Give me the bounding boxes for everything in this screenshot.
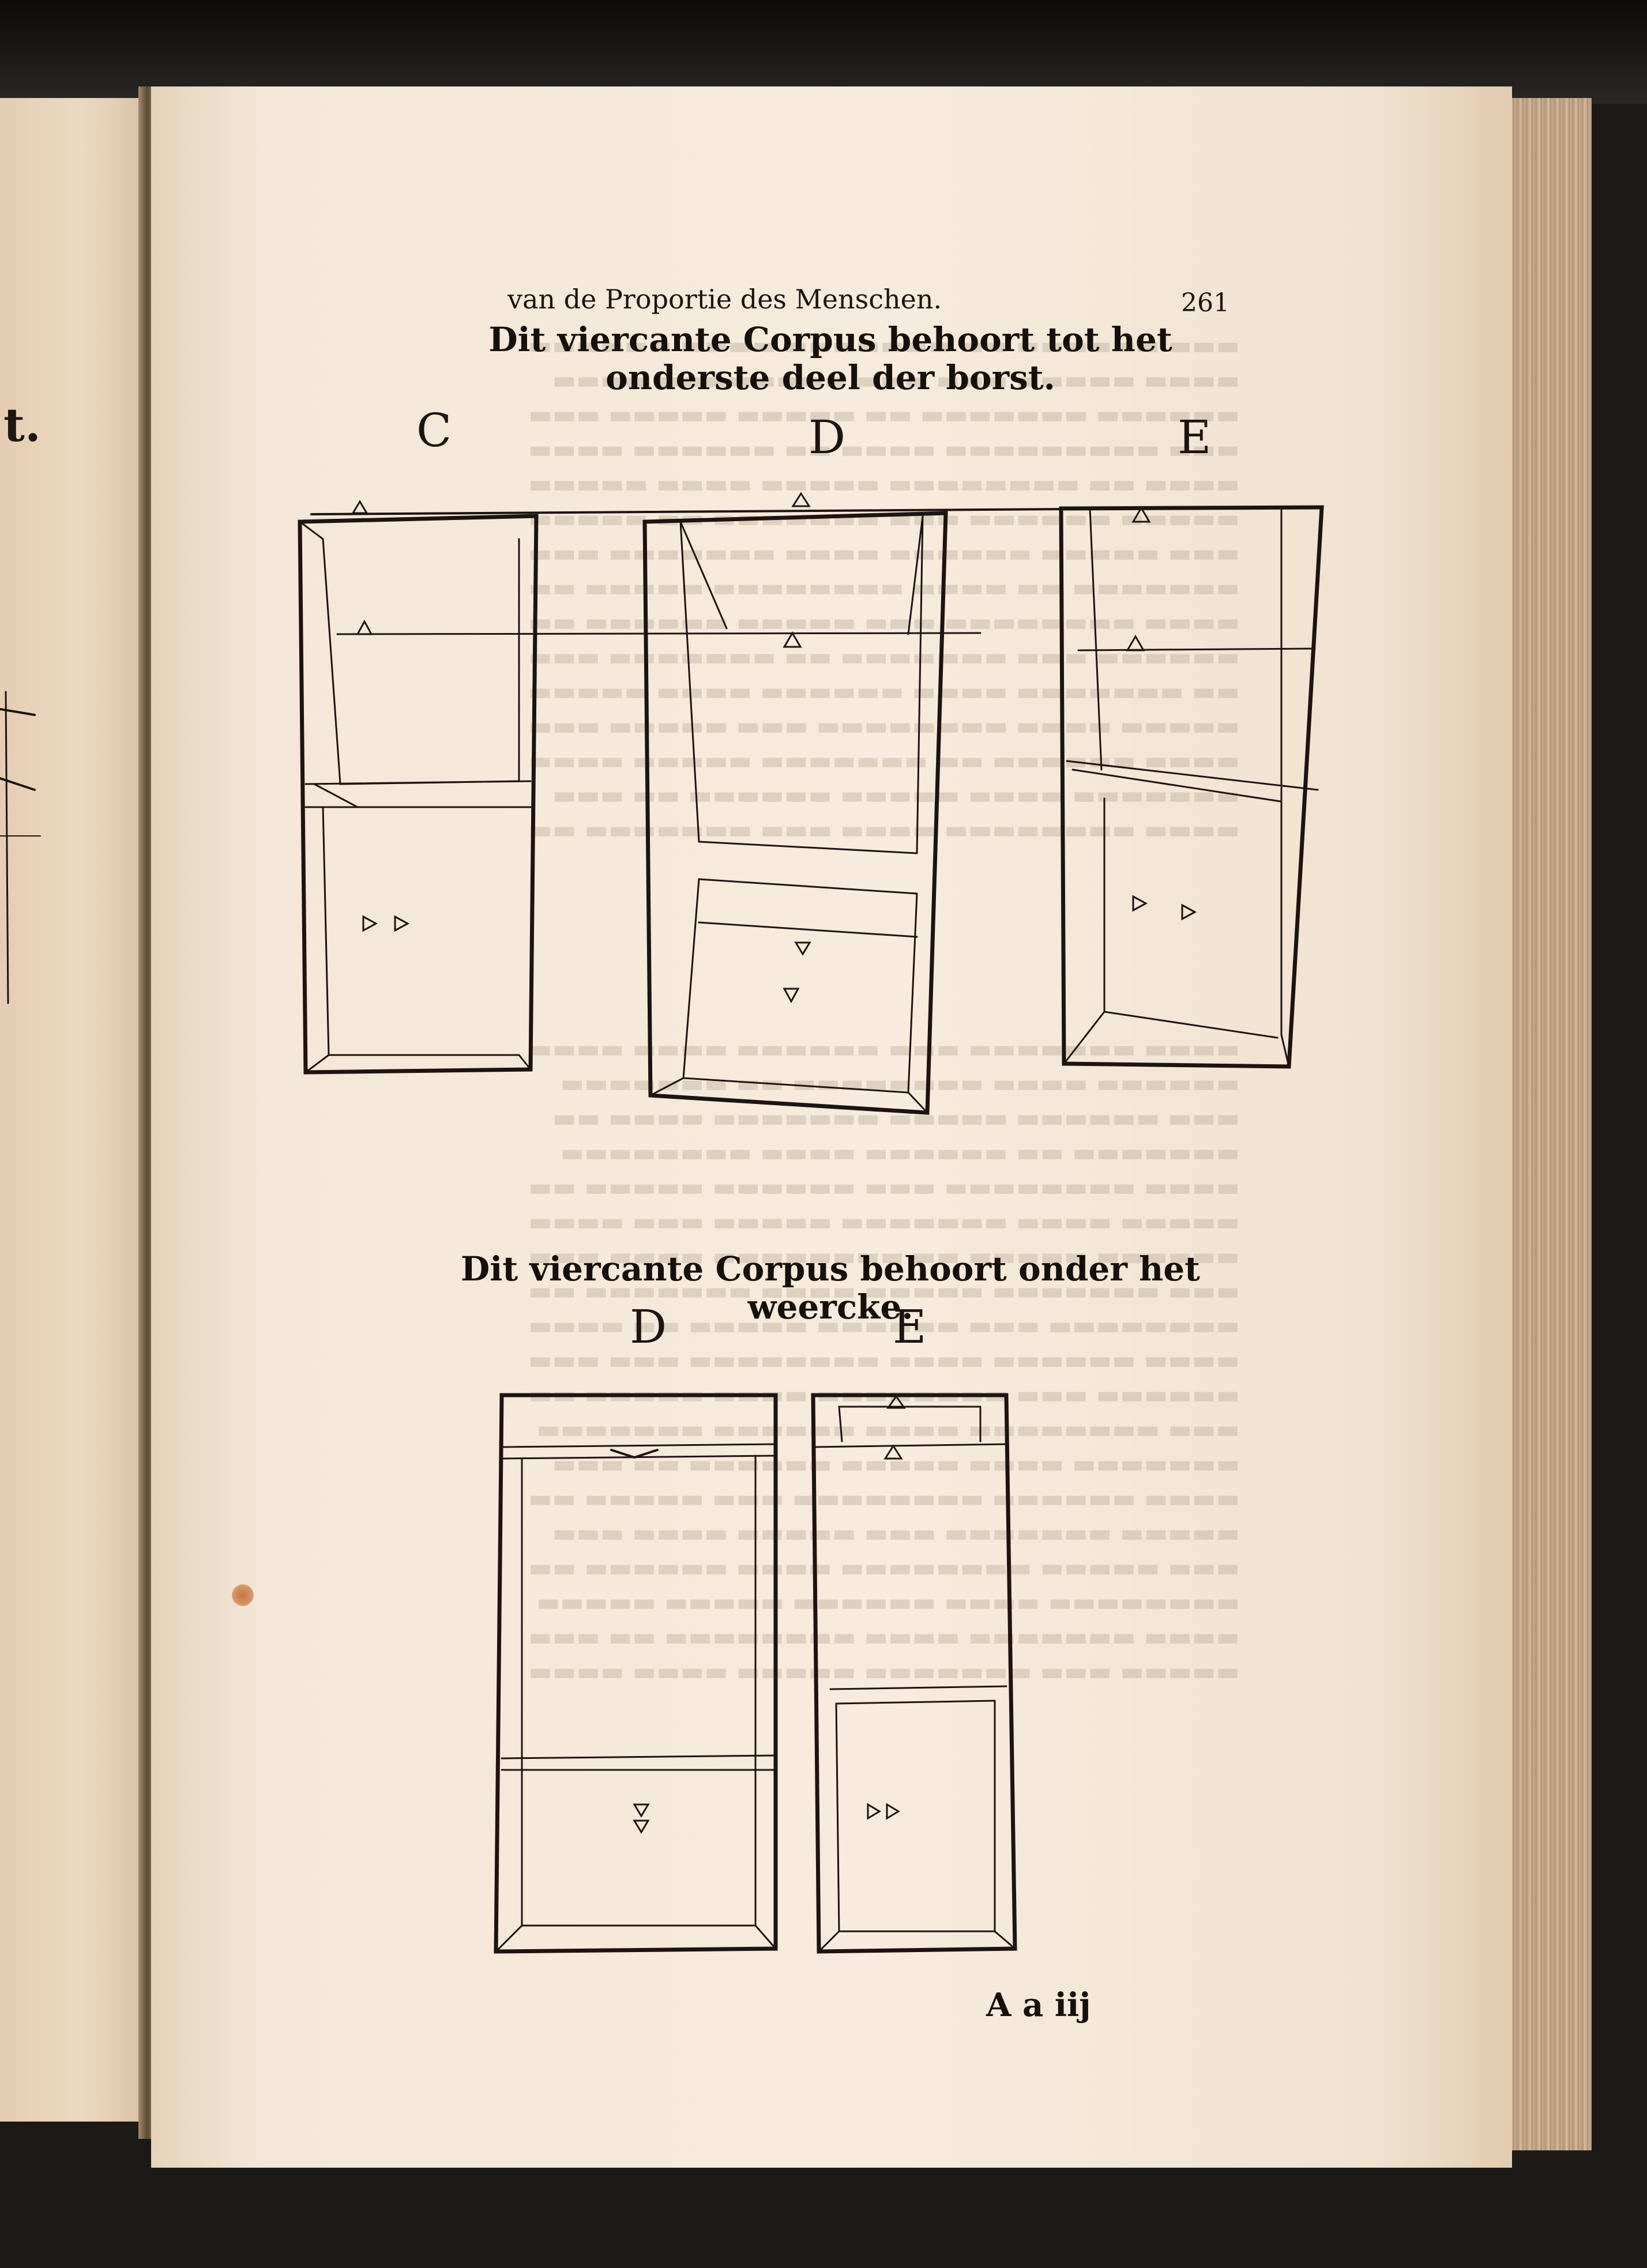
figure-c-edge [304, 780, 532, 785]
bottom-figure-e-edge [994, 1930, 1016, 1950]
bottom-figure-e-outline [811, 1393, 1017, 1954]
page-edges [1505, 98, 1592, 2150]
bottom-figure-e-edge [835, 1702, 840, 1932]
foxing-stain [232, 1584, 254, 1606]
figure-c-edge [304, 1054, 330, 1073]
page-number: 261 [1181, 288, 1229, 318]
signature-mark: A a iij [986, 1986, 1091, 2024]
figure-c-triangle [362, 915, 378, 932]
figure-d-edge [907, 1091, 928, 1114]
bottom-figure-d-edge [754, 1924, 777, 1950]
figure-e-edge [1280, 1034, 1290, 1068]
figure-e-edge [1066, 760, 1319, 791]
figure-e-edge [1077, 647, 1316, 651]
bottom-figure-e-edge [838, 1406, 843, 1442]
bottom-figure-e-triangle [883, 1444, 903, 1460]
bottom-figure-d-mark [610, 1449, 659, 1459]
figure-d-edge [698, 878, 918, 895]
figure-e-triangle [1181, 903, 1197, 921]
bottom-figure-d-box [494, 1393, 778, 1954]
figure-d-edge [907, 515, 924, 635]
figure-label-d: D [809, 410, 846, 464]
figure-c-triangle [351, 500, 368, 514]
bottom-figure-e-edge [835, 1700, 996, 1705]
bottom-figure-e-triangle [867, 1803, 881, 1820]
figure-d-outline [642, 511, 948, 1115]
bottom-figure-e-edge [818, 1930, 840, 1953]
figure-c-inner [322, 538, 520, 785]
bottom-figure-d-edge [495, 1924, 523, 1953]
figure-label-c: C [416, 404, 452, 457]
section-line [336, 632, 982, 635]
bottom-figure-e-triangle [886, 1803, 900, 1820]
figure-e-edge [1063, 1011, 1105, 1065]
right-page [151, 86, 1512, 2168]
figure-c-box [298, 500, 539, 1075]
bottom-figure-d-triangle [633, 1819, 650, 1834]
figure-e-triangle [1126, 635, 1145, 651]
running-title: van de Proportie des Menschen. [507, 284, 942, 315]
figure-e-edge [1071, 768, 1281, 803]
figure-e-triangle [1131, 506, 1151, 523]
bottom-figure-e-triangle [886, 1395, 906, 1409]
bottom-figure-d-outline [494, 1393, 778, 1954]
figure-d-triangle [791, 492, 811, 507]
figure-c-triangle [394, 915, 410, 932]
figure-d-box [642, 492, 948, 1115]
figure-d-triangle [783, 631, 802, 648]
figure-top-caption: Dit viercante Corpus behoort tot het ond… [488, 320, 1172, 397]
left-page: t. [0, 98, 151, 2122]
left-sketch-line [5, 691, 9, 1004]
figure-e-base [1103, 797, 1279, 1039]
left-page-text-fragment: t. [3, 398, 41, 452]
figure-label-e: E [1178, 410, 1212, 464]
bottom-figure-e-edge [829, 1685, 1007, 1690]
figure-c-base [322, 806, 520, 1056]
figure-c-edge [299, 521, 324, 540]
figure-e-edge [1089, 507, 1103, 771]
figure-d-triangle [783, 988, 800, 1004]
left-page-sketch [0, 691, 41, 1004]
bottom-figure-d-edge [501, 1754, 777, 1760]
bottom-figure-label-d: D [630, 1300, 667, 1354]
figure-d-edge [916, 515, 924, 854]
bottom-figure-e-edge [812, 1443, 1007, 1448]
figure-d-edge [649, 1077, 685, 1097]
figure-c-triangle [356, 619, 373, 635]
bottom-figure-label-e: E [893, 1300, 927, 1354]
figure-e-box [1059, 505, 1324, 1069]
bottom-figure-e-box [811, 1393, 1017, 1954]
figure-d-edge [679, 521, 700, 843]
figure-c-outline [298, 514, 539, 1075]
figure-d-base [682, 878, 918, 1094]
bottom-figure-d-triangle [633, 1803, 650, 1818]
left-sketch-line [0, 777, 36, 791]
figure-d-edge [698, 921, 918, 938]
figure-bottom-caption: Dit viercante Corpus behoort onder het w… [461, 1249, 1200, 1327]
bottom-figure-d-edge [501, 1443, 777, 1448]
figure-d-triangle [794, 941, 811, 956]
figure-c-edge [313, 783, 359, 808]
figure-d-edge [698, 841, 918, 854]
figure-e-triangle [1132, 895, 1148, 912]
figure-c-edge [518, 1054, 532, 1071]
figure-d-edge [679, 521, 728, 630]
